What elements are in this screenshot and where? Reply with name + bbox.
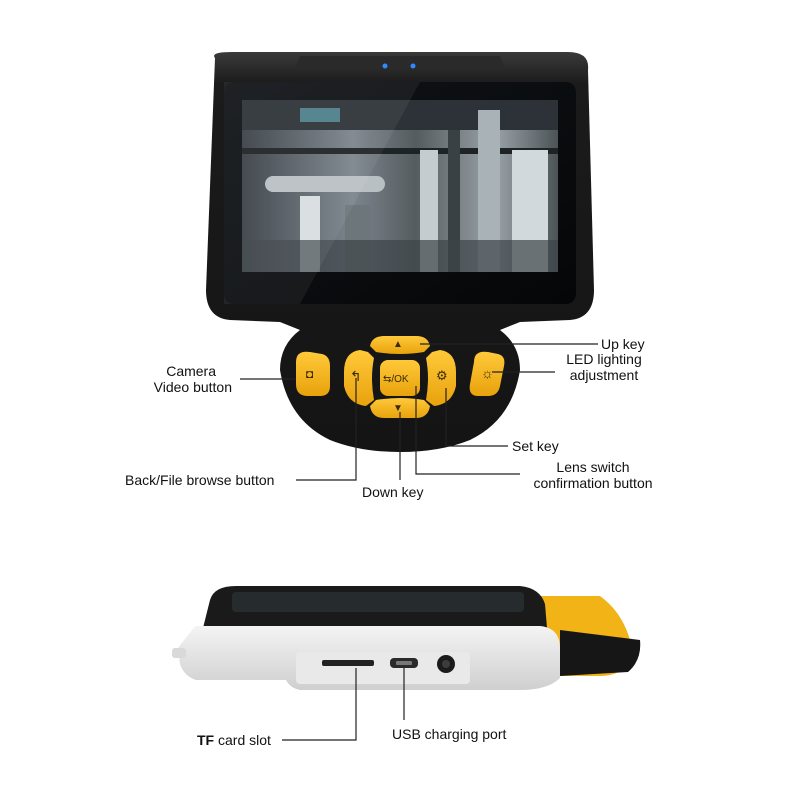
display-screen bbox=[224, 82, 576, 304]
label-led-line2: adjustment bbox=[569, 367, 639, 383]
device-side-view bbox=[172, 586, 641, 690]
label-camera-line1: Camera bbox=[166, 363, 216, 379]
led-lighting-button[interactable] bbox=[469, 351, 505, 396]
leader-lines bbox=[240, 343, 598, 741]
label-set-key: Set key bbox=[512, 438, 559, 454]
set-key-button[interactable] bbox=[426, 350, 456, 406]
swap-ok-icon: ⇆/OK bbox=[383, 374, 409, 385]
label-led-line1: LED lighting bbox=[566, 351, 642, 367]
control-panel bbox=[296, 336, 505, 418]
label-lens-line1: Lens switch bbox=[556, 459, 630, 475]
label-tf-bold: TF bbox=[197, 732, 215, 748]
lens-switch-ok-button[interactable] bbox=[380, 360, 420, 396]
up-key-button[interactable] bbox=[370, 336, 430, 354]
label-tf-card-slot: TF card slot bbox=[197, 732, 271, 748]
label-up-key: Up key bbox=[601, 336, 645, 352]
tf-card-slot bbox=[322, 660, 374, 666]
gear-icon: ⚙ bbox=[436, 368, 448, 383]
label-back-file: Back/File browse button bbox=[125, 472, 275, 488]
down-key-button[interactable] bbox=[370, 398, 430, 418]
back-file-button[interactable] bbox=[344, 350, 374, 406]
label-usb-charging-port: USB charging port bbox=[392, 726, 507, 742]
label-down-key: Down key bbox=[362, 484, 424, 500]
indicator-led-left bbox=[382, 63, 388, 69]
down-triangle-icon: ▼ bbox=[393, 403, 403, 414]
label-camera-line2: Video button bbox=[153, 379, 232, 395]
label-tf-rest: card slot bbox=[214, 732, 271, 748]
camera-video-button[interactable] bbox=[296, 351, 330, 396]
sun-icon: ☼ bbox=[481, 365, 494, 381]
back-arrow-icon: ↰ bbox=[350, 368, 362, 384]
indicator-led-right bbox=[410, 63, 416, 69]
camera-icon: ◘ bbox=[306, 367, 314, 381]
up-triangle-icon: ▲ bbox=[393, 339, 403, 350]
label-lens-line2: confirmation button bbox=[533, 475, 653, 491]
